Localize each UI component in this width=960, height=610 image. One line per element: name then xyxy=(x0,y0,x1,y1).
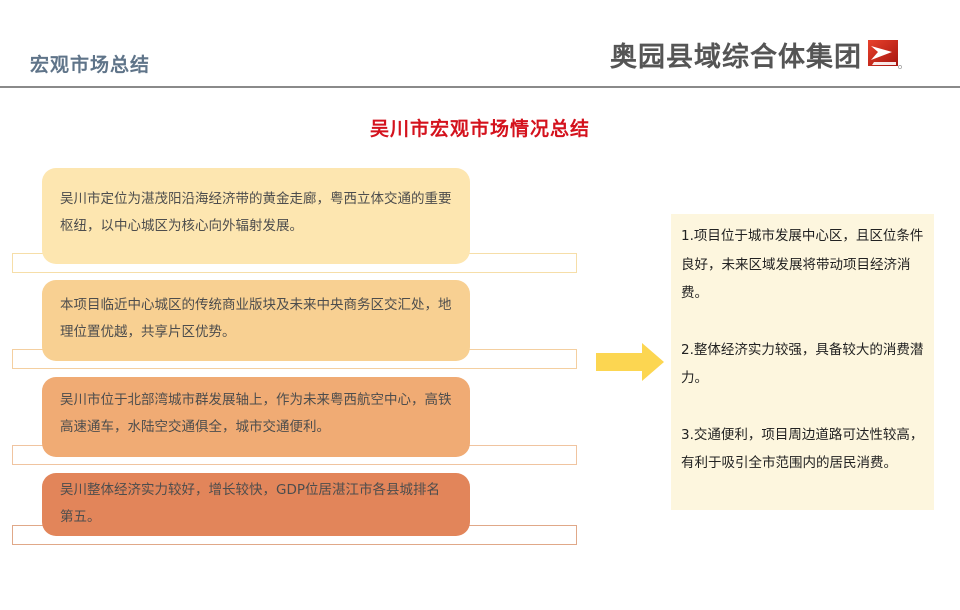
section-title: 宏观市场总结 xyxy=(30,54,151,76)
info-card-1: 吴川市定位为湛茂阳沿海经济带的黄金走廊，粤西立体交通的重要枢纽，以中心城区为核心… xyxy=(42,168,470,264)
info-card-text: 吴川市定位为湛茂阳沿海经济带的黄金走廊，粤西立体交通的重要枢纽，以中心城区为核心… xyxy=(60,191,452,234)
summary-panel: 1.项目位于城市发展中心区，且区位条件良好，未来区域发展将带动项目经济消费。 2… xyxy=(671,214,934,510)
aoyuan-logo-icon xyxy=(866,38,902,70)
summary-item-3: 3.交通便利，项目周边道路可达性较高，有利于吸引全市范围内的居民消费。 xyxy=(681,426,924,472)
info-card-text: 吴川市位于北部湾城市群发展轴上，作为未来粤西航空中心，高铁高速通车，水陆空交通俱… xyxy=(60,392,452,435)
summary-item-1: 1.项目位于城市发展中心区，且区位条件良好，未来区域发展将带动项目经济消费。 xyxy=(681,228,924,301)
header-divider xyxy=(0,86,960,88)
info-card-text: 本项目临近中心城区的传统商业版块及未来中央商务区交汇处，地理位置优越，共享片区优… xyxy=(60,297,452,340)
info-card-2: 本项目临近中心城区的传统商业版块及未来中央商务区交汇处，地理位置优越，共享片区优… xyxy=(42,280,470,361)
page-title: 吴川市宏观市场情况总结 xyxy=(369,118,590,140)
logo-text: 奥园县域综合体集团 xyxy=(610,41,862,73)
info-card-3: 吴川市位于北部湾城市群发展轴上，作为未来粤西航空中心，高铁高速通车，水陆空交通俱… xyxy=(42,377,470,457)
summary-item-2: 2.整体经济实力较强，具备较大的消费潜力。 xyxy=(681,341,924,387)
company-logo: 奥园县域综合体集团 xyxy=(610,34,902,74)
info-card-text: 吴川整体经济实力较好，增长较快，GDP位居湛江市各县城排名第五。 xyxy=(60,482,440,525)
arrow-right-icon xyxy=(596,343,666,385)
info-card-4: 吴川整体经济实力较好，增长较快，GDP位居湛江市各县城排名第五。 xyxy=(42,473,470,536)
